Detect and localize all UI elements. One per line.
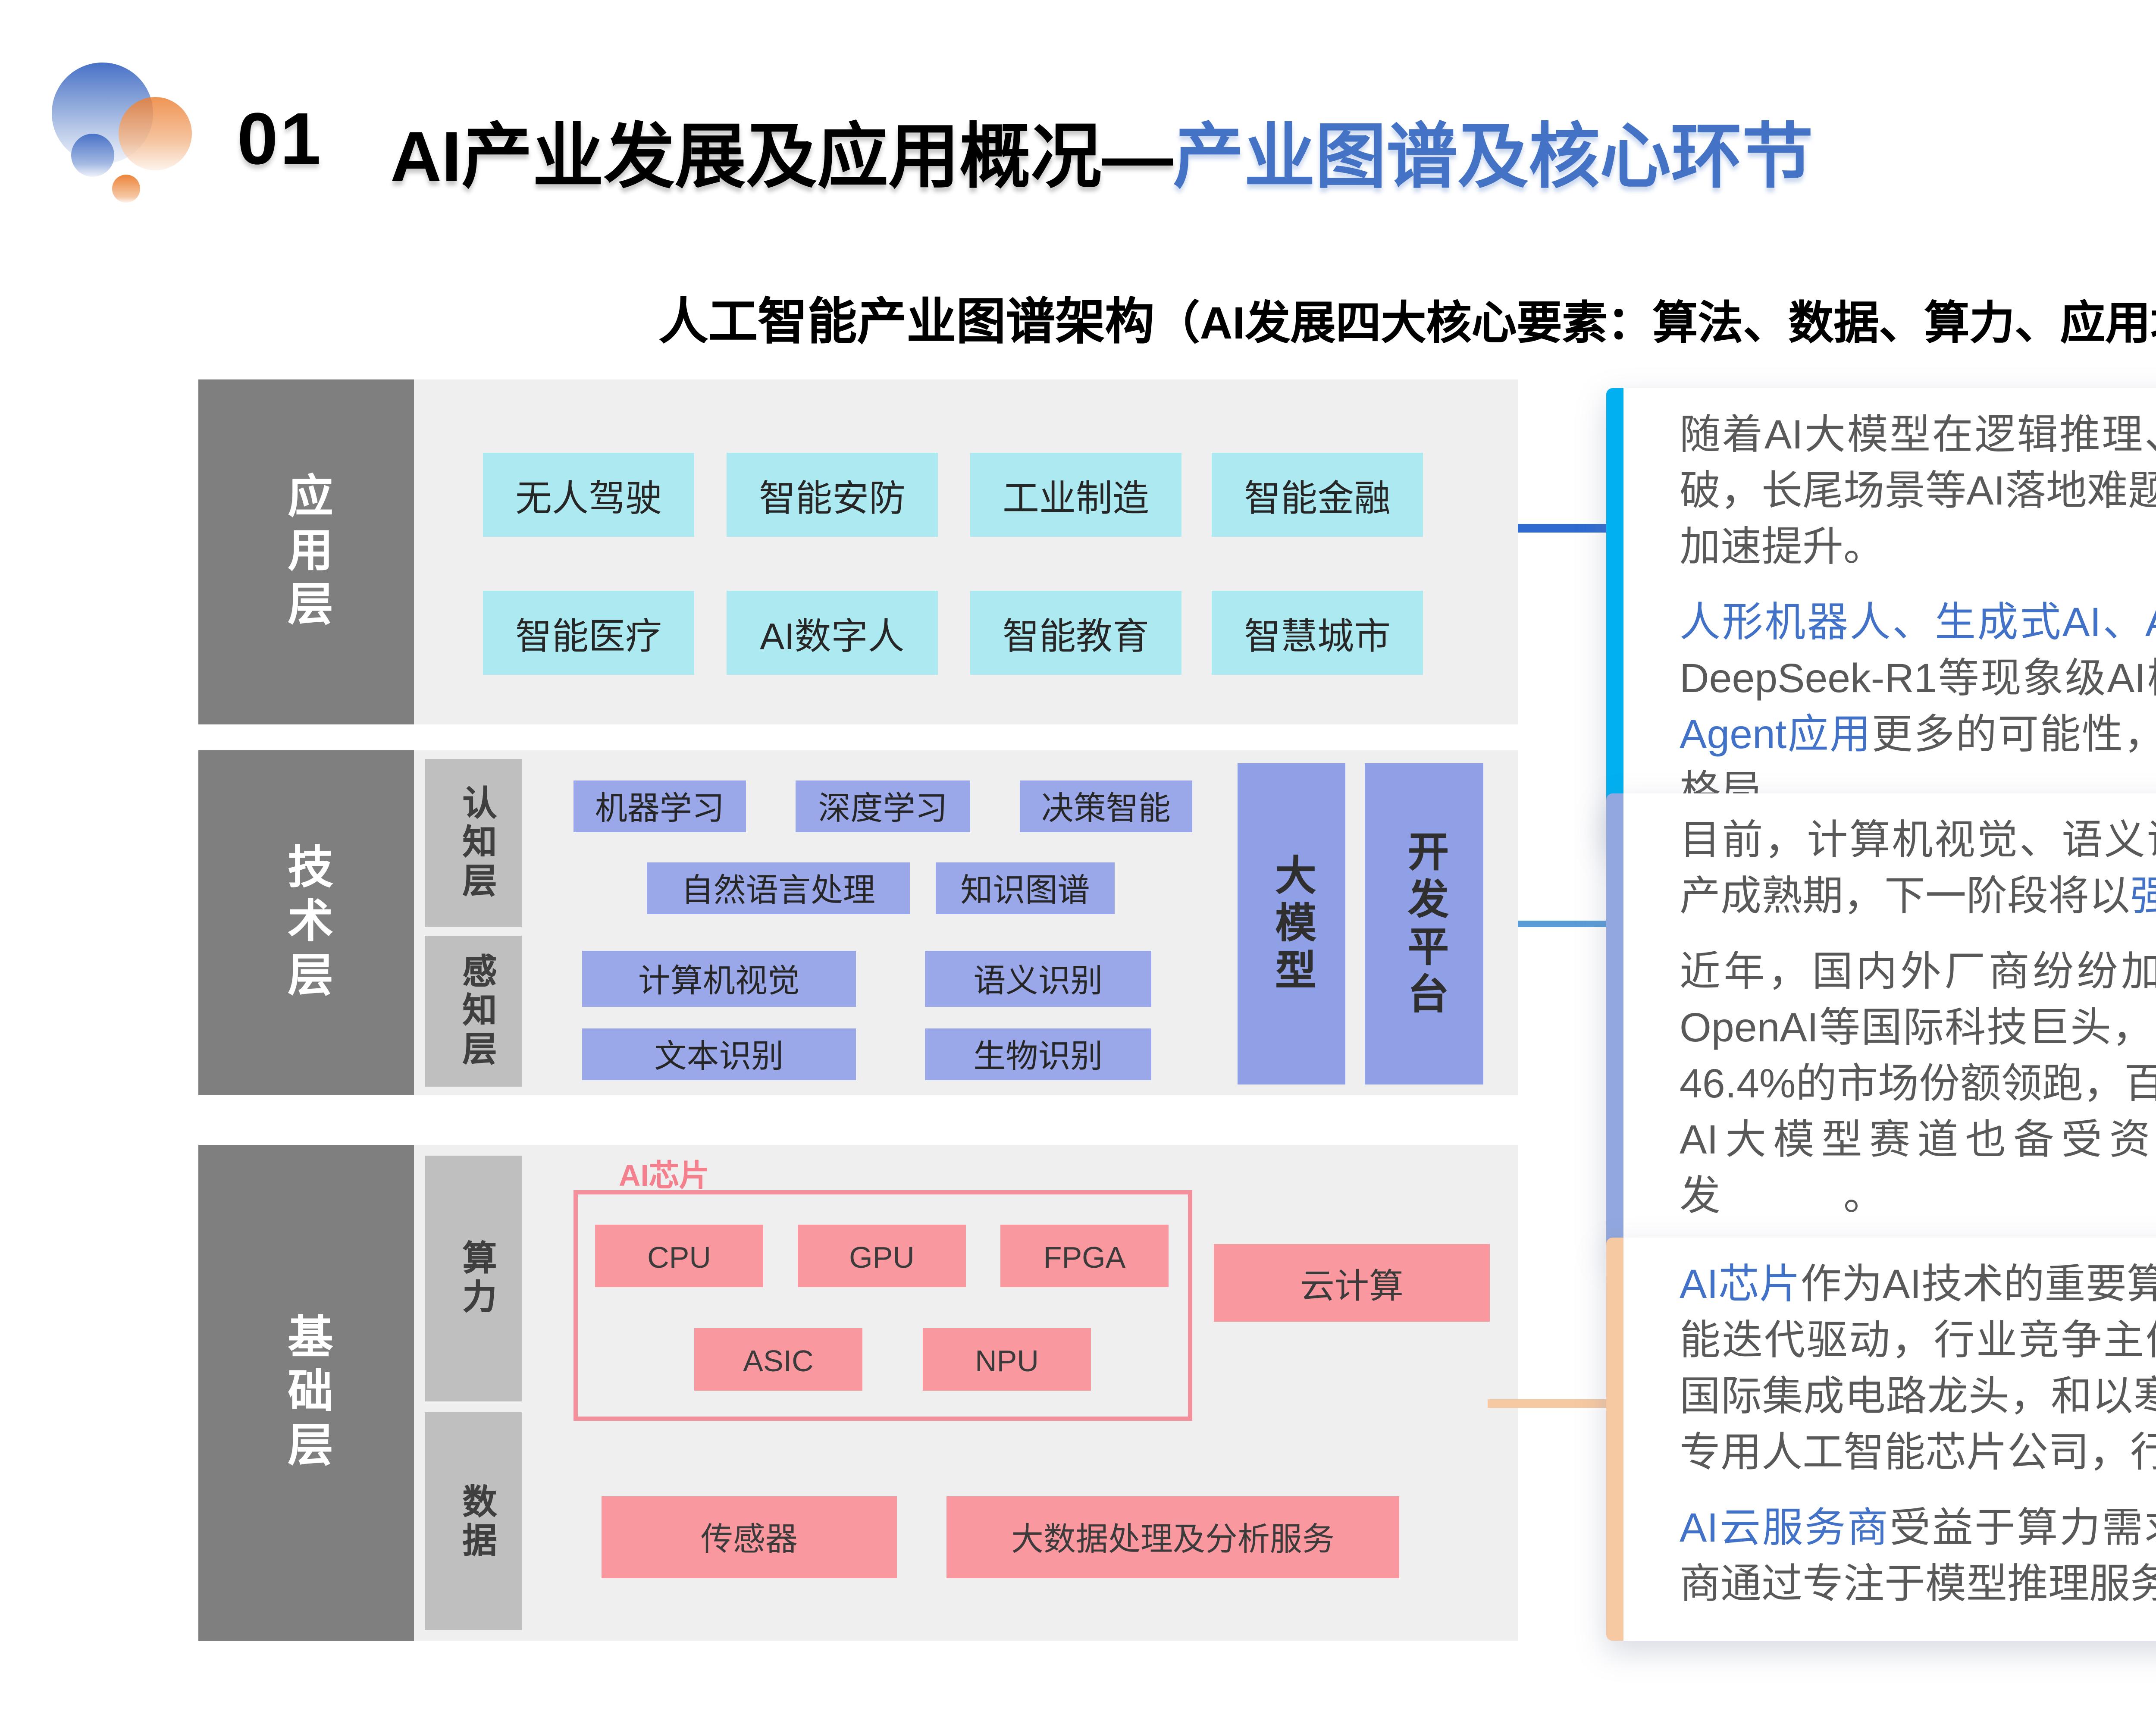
- card3-paragraph-2: AI云服务商受益于算力需求激增叠加国产算力适配，部分云厂商通过专注于模型推理服务…: [1680, 1503, 2156, 1615]
- computing-power-sublayer-label: 算力: [425, 1156, 522, 1401]
- tech-box-deep-learning: 深度学习: [796, 780, 970, 832]
- data-sublayer-label: 数据: [425, 1412, 522, 1630]
- connector-line-2: [1518, 921, 1606, 927]
- tech-box-knowledge-graph: 知识图谱: [936, 862, 1115, 914]
- tech-box-nlp: 自然语言处理: [647, 862, 910, 914]
- app-box-smart-finance: 智能金融: [1212, 453, 1423, 537]
- logo-circle-orange-icon: [119, 97, 192, 170]
- card1-paragraph-2: 人形机器人、生成式AI、AI数字人等细分赛道快速发展 ，DeepSeek-R1等…: [1680, 597, 2156, 821]
- insight-card-1: 随着AI大模型在逻辑推理、数字和代码推理等方面持续取得突破，长尾场景等AI落地难…: [1606, 388, 2156, 847]
- card2-paragraph-2: 近年，国内外厂商纷纷加入AI大模型军备竞赛，包括谷歌、OpenAI等国际科技巨头…: [1680, 947, 2156, 1227]
- card3-p1-run1: AI芯片: [1680, 1263, 1800, 1309]
- app-box-smart-education: 智能教育: [970, 591, 1181, 675]
- tech-box-decision-intelligence: 决策智能: [1020, 780, 1192, 832]
- insight-card-2: 目前，计算机视觉、语义识别、机器学习等AI技术逐渐进入生产成熟期，下一阶段将以强…: [1606, 793, 2156, 1253]
- app-box-smart-security: 智能安防: [727, 453, 938, 537]
- box-sensors: 传感器: [602, 1496, 897, 1578]
- page-title-highlight: 产业图谱及核心环节: [1173, 116, 1813, 196]
- logo-circle-orange-small-icon: [112, 175, 140, 203]
- tech-box-biometric-recognition: 生物识别: [925, 1028, 1151, 1080]
- app-box-smart-city: 智慧城市: [1212, 591, 1423, 675]
- diagram-title-paren: （AI发展四大核心要素：算法、数据、算力、应用场景）: [1155, 300, 2156, 349]
- card2-p1-run1: 目前，计算机视觉、语义识别、机器学习等AI技术逐渐进入生产成熟期，下一阶段将以: [1680, 819, 2156, 921]
- card1-p1-run1: 随着AI大模型在逻辑推理、数字和代码推理等方面持续取得突破，长尾场景等AI落地难…: [1680, 414, 2156, 571]
- chip-box-fpga: FPGA: [1000, 1225, 1169, 1287]
- card2-p1-run2: 强化学习、决策智能: [2130, 875, 2156, 921]
- app-box-smart-healthcare: 智能医疗: [483, 591, 694, 675]
- card2-paragraph-1: 目前，计算机视觉、语义识别、机器学习等AI技术逐渐进入生产成熟期，下一阶段将以强…: [1680, 815, 2156, 927]
- tech-box-large-model: 大模型: [1238, 763, 1345, 1084]
- diagram-title: 人工智能产业图谱架构（AI发展四大核心要素：算法、数据、算力、应用场景）: [0, 280, 2156, 354]
- box-cloud-computing: 云计算: [1214, 1244, 1490, 1322]
- section-number: 01: [237, 99, 323, 183]
- connector-line-1: [1518, 524, 1606, 533]
- chip-box-asic: ASIC: [694, 1328, 862, 1391]
- application-layer-panel: 应用层 无人驾驶 智能安防 工业制造 智能金融 智能医疗 AI数字人 智能教育 …: [198, 379, 1518, 724]
- chip-box-npu: NPU: [923, 1328, 1091, 1391]
- app-box-ai-digital-human: AI数字人: [727, 591, 938, 675]
- tech-box-dev-platform: 开发平台: [1365, 763, 1483, 1084]
- chip-box-gpu: GPU: [798, 1225, 966, 1287]
- insight-card-3: AI芯片作为AI技术的重要算力支撑，由AI算法应用和底层硬件性能迭代驱动，行业竞…: [1606, 1238, 2156, 1641]
- technology-layer-label: 技术层: [198, 750, 414, 1095]
- card1-p2-run1: 人形机器人、生成式AI、AI数字人: [1680, 602, 2156, 647]
- tech-box-text-recognition: 文本识别: [582, 1028, 856, 1080]
- diagram-title-main: 人工智能产业图谱架构: [659, 293, 1155, 349]
- page-title: AI产业发展及应用概况—产业图谱及核心环节: [390, 99, 1813, 203]
- card1-paragraph-1: 随着AI大模型在逻辑推理、数字和代码推理等方面持续取得突破，长尾场景等AI落地难…: [1680, 410, 2156, 578]
- connector-line-3: [1488, 1399, 1606, 1408]
- application-layer-label: 应用层: [198, 379, 414, 724]
- foundation-layer-label: 基础层: [198, 1145, 414, 1641]
- perception-sublayer-label: 感知层: [425, 936, 522, 1087]
- foundation-layer-panel: 基础层 算力 数据 AI芯片 CPU GPU FPGA ASIC NPU 云计算…: [198, 1145, 1518, 1641]
- card2-p2-run1: 近年，国内外厂商纷纷加入: [1680, 951, 2156, 996]
- card1-p2-run5: Agent应用: [1680, 714, 1872, 759]
- logo-circle-blue-small-icon: [71, 134, 114, 177]
- technology-layer-panel: 技术层 认知层 感知层 机器学习 深度学习 决策智能 自然语言处理 知识图谱 计…: [198, 750, 1518, 1095]
- tech-box-computer-vision: 计算机视觉: [582, 951, 856, 1007]
- box-big-data-services: 大数据处理及分析服务: [946, 1496, 1399, 1578]
- page-title-black: AI产业发展及应用概况—: [390, 116, 1173, 196]
- logo: [0, 0, 216, 216]
- chip-box-cpu: CPU: [595, 1225, 763, 1287]
- card3-p2-run1: AI云服务商: [1680, 1507, 1890, 1552]
- app-box-industrial-manufacturing: 工业制造: [970, 453, 1181, 537]
- card3-paragraph-1: AI芯片作为AI技术的重要算力支撑，由AI算法应用和底层硬件性能迭代驱动，行业竞…: [1680, 1259, 2156, 1483]
- tech-box-machine-learning: 机器学习: [573, 780, 746, 832]
- app-box-autonomous-driving: 无人驾驶: [483, 453, 694, 537]
- tech-box-semantic-recognition: 语义识别: [925, 951, 1151, 1007]
- cognitive-sublayer-label: 认知层: [425, 759, 522, 927]
